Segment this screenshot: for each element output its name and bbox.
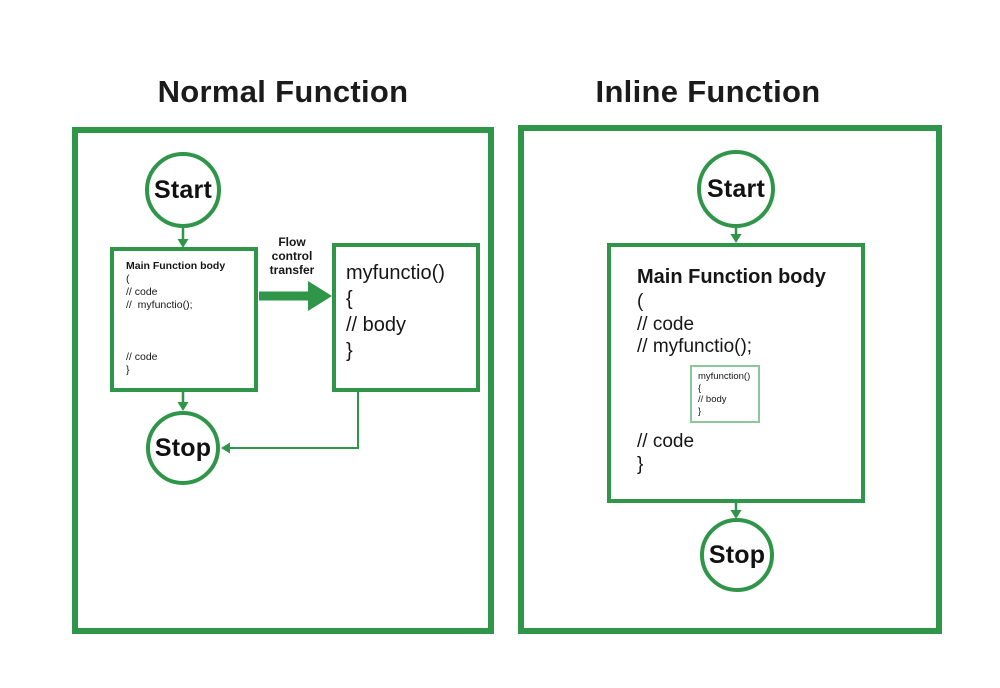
left-panel-frame	[72, 127, 494, 634]
left-main-box-code: ( // code // myfunctio(); // code }	[126, 273, 193, 376]
left-stop-node: Stop	[146, 411, 220, 485]
left-start-node: Start	[145, 152, 221, 228]
right-stop-label: Stop	[708, 540, 766, 569]
right-inline-box-code: myfunction() { // body }	[698, 371, 751, 417]
right-main-box-title: Main Function body	[637, 266, 826, 288]
left-main-function-box: Main Function body ( // code // myfuncti…	[110, 247, 258, 392]
right-stop-node: Stop	[700, 518, 774, 592]
left-myfunctio-box: myfunctio() { // body }	[332, 243, 480, 392]
left-start-label: Start	[154, 175, 212, 204]
left-stop-label: Stop	[154, 433, 212, 462]
left-main-box-title: Main Function body	[126, 260, 226, 272]
right-main-box-code-top: ( // code // myfunctio();	[637, 291, 753, 357]
right-main-box-code-bottom: // code }	[637, 431, 695, 475]
flow-control-transfer-label: Flow control transfer	[269, 235, 315, 277]
left-panel-title: Normal Function	[157, 74, 409, 109]
right-inline-function-box: myfunction() { // body }	[690, 365, 760, 423]
left-myfunctio-code: myfunctio() { // body }	[346, 262, 445, 362]
right-panel-frame	[518, 125, 942, 634]
right-start-node: Start	[697, 150, 775, 228]
right-start-label: Start	[707, 174, 765, 203]
right-panel-title: Inline Function	[595, 74, 821, 109]
